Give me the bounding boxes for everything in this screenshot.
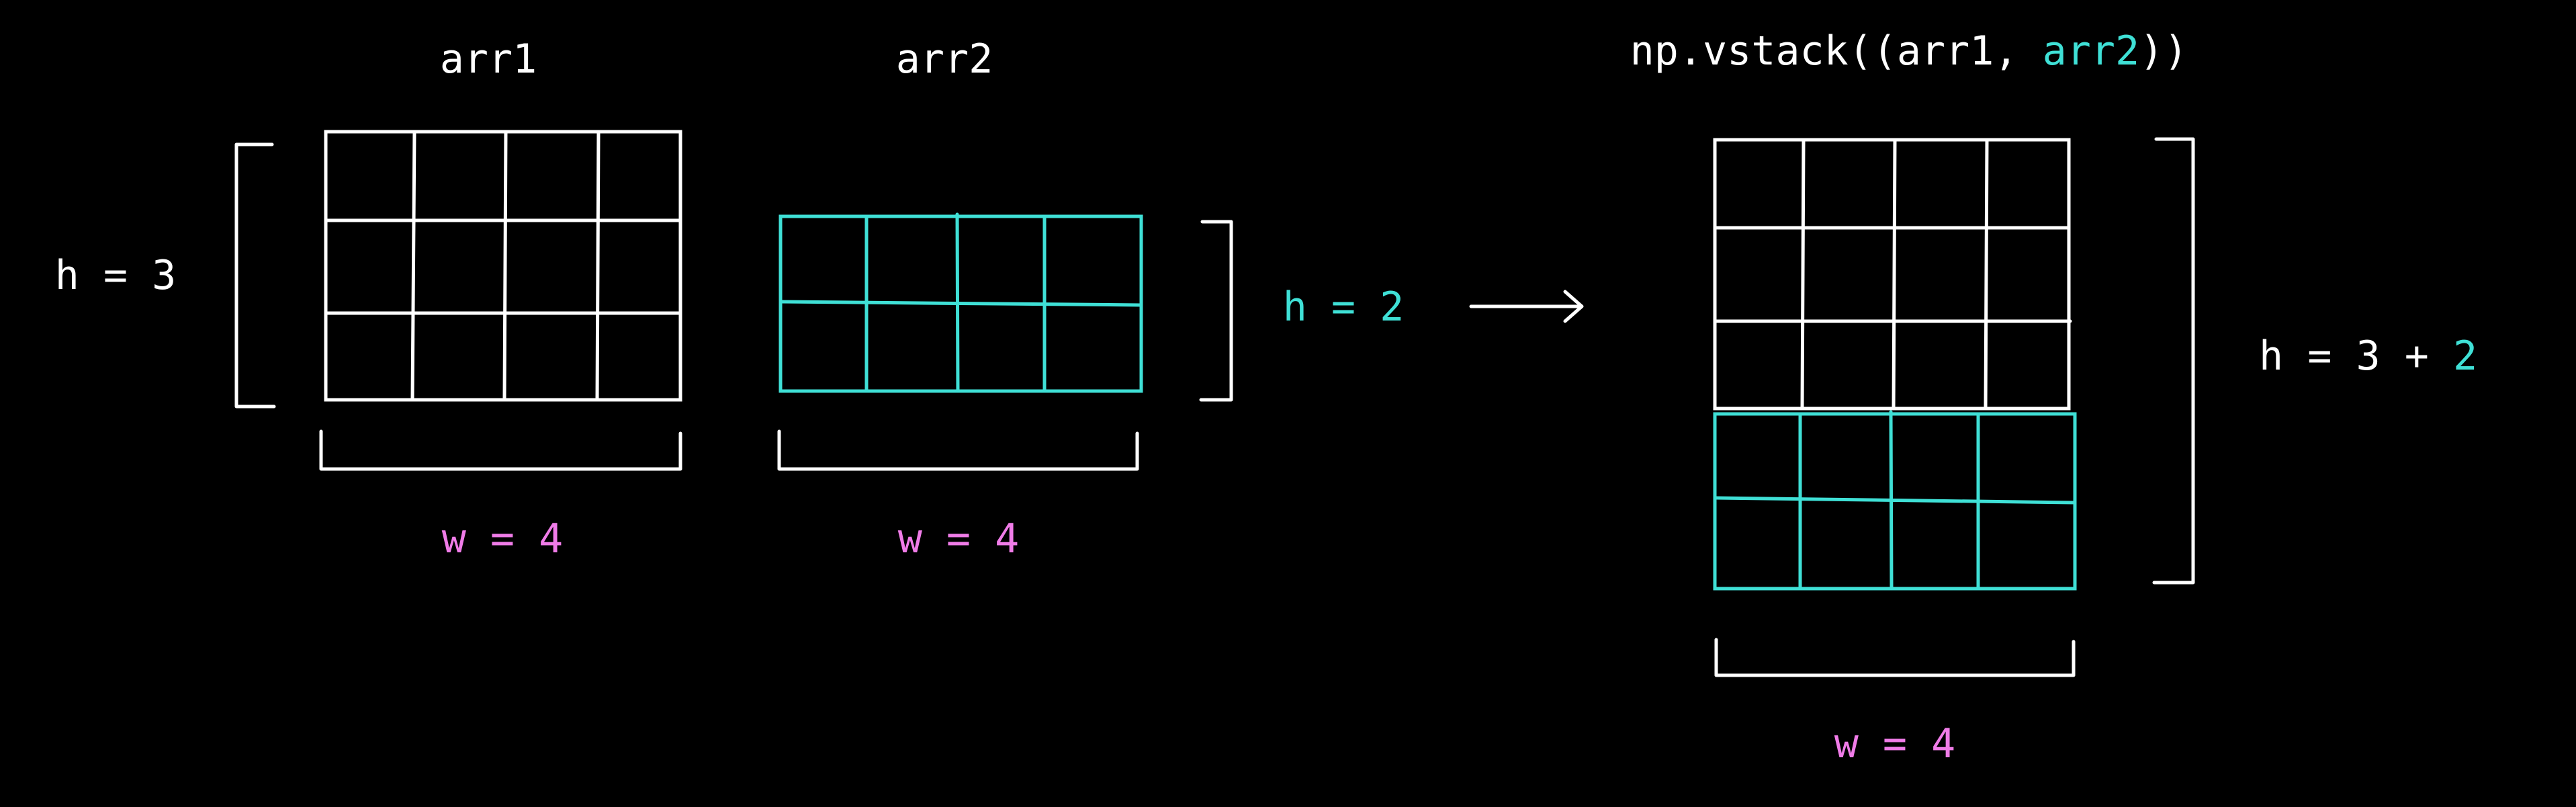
result-width-label: w = 4: [1834, 720, 1956, 767]
result-col-divider: [1800, 138, 1806, 411]
arr1-grid: [324, 130, 682, 402]
arr1-col-divider: [595, 130, 601, 402]
result-arr1-part: [1713, 138, 2072, 411]
result-height-label: h = 3 + 2: [2259, 333, 2477, 380]
result-arr1-border: [1713, 138, 2071, 411]
arr1-col-divider: [502, 130, 508, 402]
result-width-bracket: [1714, 638, 2076, 677]
code-prefix: np.vstack((arr1,: [1630, 28, 2043, 75]
arr2-width-bracket: [777, 429, 1139, 471]
arr2-col-divider: [955, 212, 960, 393]
code-arg-arr2: arr2: [2043, 28, 2140, 75]
arr2-height-label: h = 2: [1283, 284, 1405, 331]
result-height-term: 2: [2453, 333, 2477, 380]
arr2-row-divider: [779, 300, 1143, 307]
right-arrow-icon: [1469, 290, 1584, 323]
result-row-divider: [1713, 496, 2077, 505]
arr1-width-label: w = 4: [442, 515, 564, 562]
arr2-title: arr2: [896, 36, 993, 83]
arr1-height-label: h = 3: [55, 252, 177, 299]
result-col-divider: [1892, 138, 1897, 411]
arr2-height-bracket: [1199, 220, 1233, 402]
arr2-width-label: w = 4: [898, 515, 1020, 562]
result-col-divider: [1889, 410, 1894, 591]
result-height-bracket: [2152, 137, 2195, 585]
code-suffix: )): [2139, 28, 2188, 75]
arr1-height-bracket: [234, 142, 276, 409]
arr1-col-divider: [410, 130, 416, 402]
result-col-divider: [1984, 138, 1989, 411]
result-height-prefix: h = 3 +: [2259, 333, 2453, 380]
arr1-width-bracket: [319, 429, 682, 471]
arr2-grid: [779, 212, 1143, 393]
result-arr2-part: [1713, 410, 2077, 591]
vstack-code-label: np.vstack((arr1, arr2)): [1630, 28, 2188, 75]
arr1-title: arr1: [440, 36, 537, 83]
